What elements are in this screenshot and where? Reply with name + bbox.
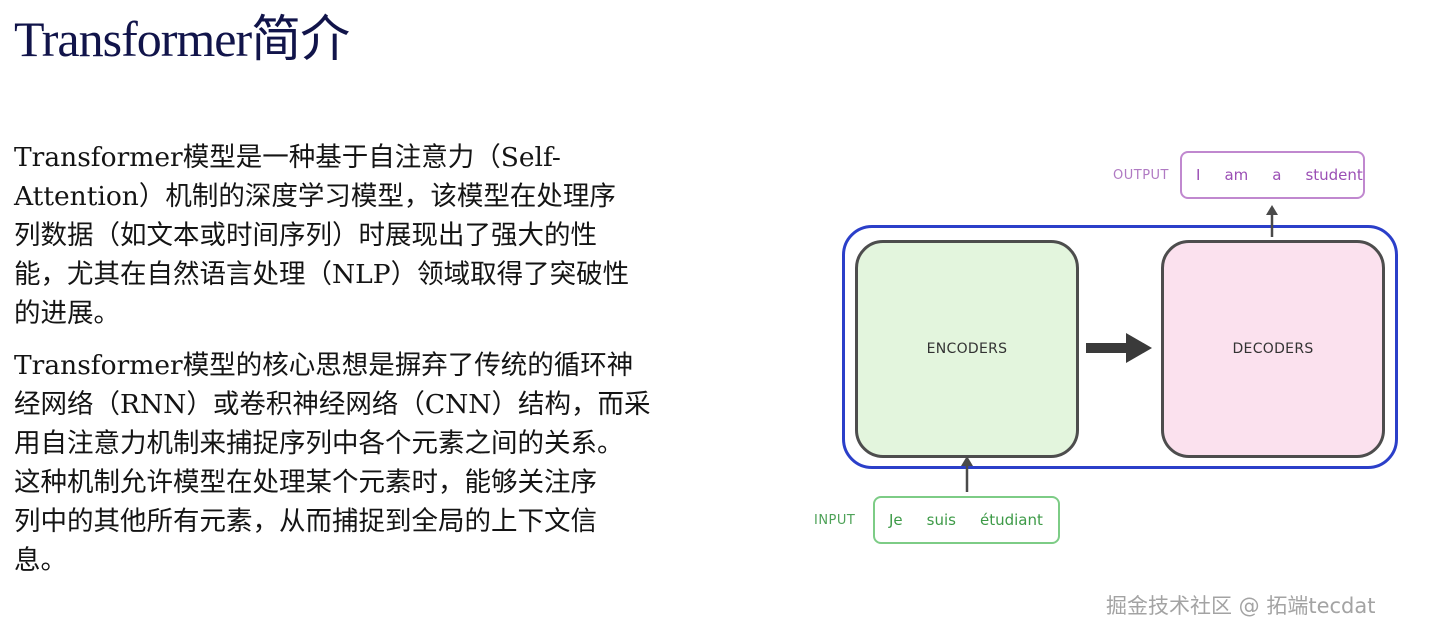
encoders-label: ENCODERS — [926, 341, 1008, 357]
input-tokens-box: Je suis étudiant — [873, 496, 1060, 544]
output-label: OUTPUT — [1113, 168, 1169, 183]
output-token: am — [1224, 166, 1249, 184]
paragraph-line: 这种机制允许模型在处理某个元素时，能够关注序 — [14, 467, 597, 498]
input-token: étudiant — [979, 511, 1043, 529]
output-token: a — [1272, 166, 1282, 184]
output-arrow-icon — [1266, 205, 1278, 237]
paragraph-intro: Transformer模型是一种基于自注意力（Self- Attention）机… — [14, 138, 754, 333]
diagram-arrows — [961, 205, 1278, 492]
paragraph-line: 的进展。 — [14, 298, 120, 329]
paragraph-line: Transformer模型是一种基于自注意力（Self- — [14, 142, 561, 173]
watermark: 掘金技术社区 @ 拓端tecdat — [1106, 594, 1376, 618]
paragraph-line: 列中的其他所有元素，从而捕捉到全局的上下文信 — [14, 506, 597, 537]
output-tokens-box: I am a student — [1180, 151, 1365, 199]
encoder-to-decoder-arrow-icon — [1086, 333, 1152, 363]
decoders-label: DECODERS — [1232, 341, 1314, 357]
transformer-frame — [842, 225, 1398, 469]
paragraph-line: 列数据（如文本或时间序列）时展现出了强大的性 — [14, 220, 597, 251]
input-arrow-icon — [961, 456, 973, 492]
slide-title: Transformer简介 — [14, 11, 350, 67]
output-token: student — [1305, 166, 1363, 184]
paragraph-line: Transformer模型的核心思想是摒弃了传统的循环神 — [14, 350, 634, 381]
transformer-diagram: ENCODERS DECODERS OUTPUT I am a student … — [800, 140, 1420, 560]
decoders-block: DECODERS — [1161, 240, 1385, 458]
paragraph-line: 经网络（RNN）或卷积神经网络（CNN）结构，而采 — [14, 389, 651, 420]
paragraph-line: Attention）机制的深度学习模型，该模型在处理序 — [14, 181, 616, 212]
output-token: I — [1196, 166, 1201, 184]
paragraph-line: 息。 — [14, 545, 67, 576]
input-label: INPUT — [814, 513, 856, 528]
paragraph-line: 能，尤其在自然语言处理（NLP）领域取得了突破性 — [14, 259, 630, 290]
paragraph-core-idea: Transformer模型的核心思想是摒弃了传统的循环神 经网络（RNN）或卷积… — [14, 346, 754, 580]
paragraph-line: 用自注意力机制来捕捉序列中各个元素之间的关系。 — [14, 428, 624, 459]
input-token: suis — [926, 511, 956, 529]
input-token: Je — [889, 511, 903, 529]
